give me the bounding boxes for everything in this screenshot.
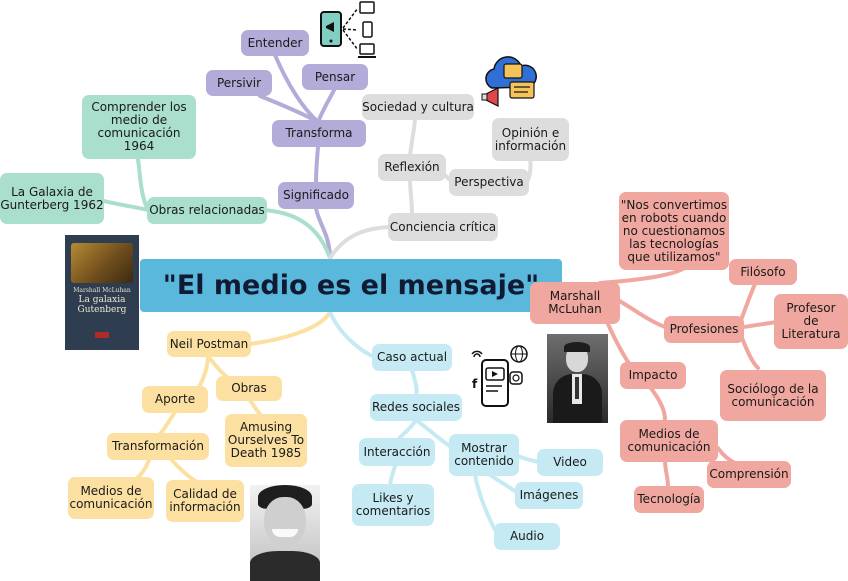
node-impacto[interactable]: Impacto [620, 362, 686, 389]
node-entender[interactable]: Entender [241, 30, 309, 56]
node-pensar[interactable]: Pensar [302, 64, 368, 90]
node-aporte[interactable]: Aporte [142, 386, 208, 413]
node-likes-comentarios[interactable]: Likes y comentarios [352, 484, 434, 526]
node-transformacion[interactable]: Transformación [107, 433, 209, 460]
node-significado[interactable]: Significado [278, 182, 354, 209]
node-sociologo[interactable]: Sociólogo de la comunicación [720, 370, 826, 421]
node-audio[interactable]: Audio [494, 523, 560, 550]
node-profesiones[interactable]: Profesiones [664, 316, 744, 343]
node-profesor-literatura[interactable]: Profesor de Literatura [774, 294, 848, 349]
node-interaccion[interactable]: Interacción [359, 438, 435, 466]
node-amusing-ourselves[interactable]: Amusing Ourselves To Death 1985 [225, 414, 307, 467]
node-video[interactable]: Video [537, 449, 603, 476]
node-caso-actual[interactable]: Caso actual [372, 344, 452, 371]
central-topic[interactable]: "El medio es el mensaje" [140, 259, 562, 312]
postman-portrait [250, 485, 320, 581]
devices-network-icon [320, 1, 376, 58]
book-author: Marshall McLuhan [73, 287, 131, 294]
social-media-phone-icon: f [471, 345, 528, 407]
node-comprension[interactable]: Comprensión [707, 461, 791, 488]
mcluhan-portrait [547, 334, 608, 423]
node-mostrar-contenido[interactable]: Mostrar contenido [449, 434, 519, 476]
node-obras[interactable]: Obras [216, 376, 282, 401]
node-marshall-mcluhan[interactable]: Marshall McLuhan [530, 282, 620, 324]
node-obras-relacionadas[interactable]: Obras relacionadas [147, 197, 267, 224]
node-medios-comunicacion-yellow[interactable]: Medios de comunicación [68, 477, 154, 519]
node-neil-postman[interactable]: Neil Postman [167, 331, 251, 357]
node-imagenes[interactable]: Imágenes [515, 482, 583, 509]
node-transforma[interactable]: Transforma [272, 120, 366, 147]
node-calidad-informacion[interactable]: Calidad de información [166, 480, 244, 522]
node-perspectiva[interactable]: Perspectiva [449, 169, 529, 196]
node-opinion-informacion[interactable]: Opinión e información [492, 118, 569, 161]
node-filosofo[interactable]: Filósofo [729, 259, 797, 285]
social-media-cloud-icon [481, 56, 537, 107]
node-medios-comunicacion-red[interactable]: Medios de comunicación [620, 420, 718, 462]
node-redes-sociales[interactable]: Redes sociales [370, 394, 462, 421]
book-cover-image: Marshall McLuhan La galaxia Gutenberg [65, 235, 139, 350]
node-persivir[interactable]: Persivir [206, 70, 272, 96]
node-galaxia[interactable]: La Galaxia de Gunterberg 1962 [0, 173, 104, 224]
book-title: La galaxia Gutenberg [77, 295, 127, 315]
svg-text:f: f [472, 377, 478, 391]
node-cita[interactable]: "Nos convertimos en robots cuando no cue… [619, 192, 729, 270]
node-sociedad-cultura[interactable]: Sociedad y cultura [362, 94, 474, 120]
node-tecnologia[interactable]: Tecnología [634, 486, 704, 513]
node-conciencia-critica[interactable]: Conciencia crítica [388, 213, 498, 241]
node-reflexion[interactable]: Reflexión [378, 154, 446, 181]
node-comprender[interactable]: Comprender los medio de comunicación 196… [82, 95, 196, 159]
